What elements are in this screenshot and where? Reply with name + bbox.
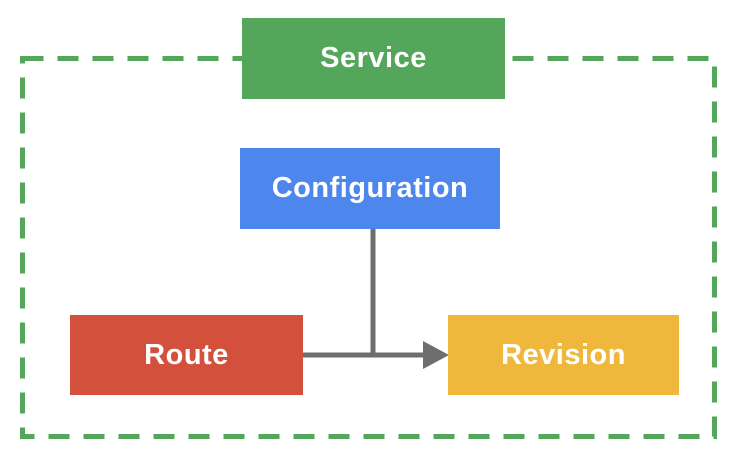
node-revision-label: Revision (501, 338, 626, 371)
service-boundary-dashed-rect (20, 56, 717, 439)
node-route-label: Route (144, 338, 229, 371)
node-route: Route (70, 315, 303, 395)
node-service: Service (242, 18, 505, 99)
arrowhead-icon (423, 341, 449, 369)
node-configuration-label: Configuration (271, 172, 469, 204)
node-revision: Revision (448, 315, 679, 395)
node-configuration: Configuration (240, 148, 500, 229)
node-service-label: Service (320, 42, 427, 74)
